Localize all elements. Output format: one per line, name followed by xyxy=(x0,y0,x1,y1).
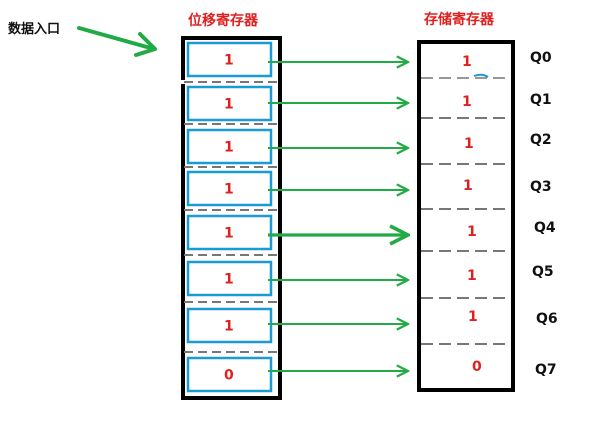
shift-cell-value: 1 xyxy=(224,182,234,198)
output-label: Q0 xyxy=(530,50,552,66)
shift-cell-value: 1 xyxy=(224,53,234,69)
storage-cell-value: 1 xyxy=(463,178,473,194)
storage-register-values: 1 1 1 1 1 1 1 0 xyxy=(462,54,482,375)
shift-cell: 1 xyxy=(186,41,273,78)
transfer-arrows xyxy=(268,62,408,371)
shift-cell-box xyxy=(186,214,273,251)
shift-register-title: 位移寄存器 xyxy=(188,12,259,29)
data-entry-arrow xyxy=(77,26,157,57)
shift-cell-box xyxy=(186,128,273,165)
shift-cell: 1 xyxy=(186,307,273,344)
storage-register-title: 存储寄存器 xyxy=(424,11,495,28)
shift-cell: 1 xyxy=(186,214,273,251)
output-label: Q3 xyxy=(530,179,552,195)
output-label: Q4 xyxy=(534,220,556,236)
output-label: Q1 xyxy=(530,92,552,108)
output-label: Q2 xyxy=(530,132,552,148)
shift-cell: 1 xyxy=(186,260,273,297)
data-entry-label: 数据入口 xyxy=(8,21,60,37)
shift-register-cells: 1 1 1 1 1 1 1 0 xyxy=(186,41,273,393)
shift-register-frame xyxy=(181,36,282,400)
shift-cell-value: 1 xyxy=(224,226,234,242)
shift-cell-value: 1 xyxy=(224,272,234,288)
shift-cell: 1 xyxy=(186,85,273,122)
shift-cell-box xyxy=(186,260,273,297)
shift-cell-box xyxy=(186,307,273,344)
storage-register-frame xyxy=(417,40,515,392)
shift-cell-box xyxy=(186,356,273,393)
storage-cell-value: 0 xyxy=(472,359,482,375)
shift-cell-box xyxy=(186,41,273,78)
storage-cell-value: 1 xyxy=(462,54,472,70)
shift-cell: 1 xyxy=(186,128,273,165)
shift-cell-box xyxy=(186,170,273,207)
storage-cell-value: 1 xyxy=(464,136,474,152)
shift-register-dividers xyxy=(184,123,279,353)
shift-cell-value: 1 xyxy=(224,97,234,113)
shift-cell: 1 xyxy=(186,170,273,207)
storage-register-dividers xyxy=(421,77,511,345)
storage-cell-value: 1 xyxy=(462,94,472,110)
shift-cell: 0 xyxy=(186,356,273,393)
shift-cell-value: 0 xyxy=(224,368,234,384)
output-label: Q6 xyxy=(536,311,558,327)
shift-cell-value: 1 xyxy=(224,140,234,156)
output-label: Q7 xyxy=(535,362,557,378)
shift-cell-value: 1 xyxy=(224,319,234,335)
storage-cell-value: 1 xyxy=(467,268,477,284)
storage-cell-value: 1 xyxy=(468,309,478,325)
output-label: Q5 xyxy=(532,264,554,280)
storage-cell-value: 1 xyxy=(467,224,477,240)
